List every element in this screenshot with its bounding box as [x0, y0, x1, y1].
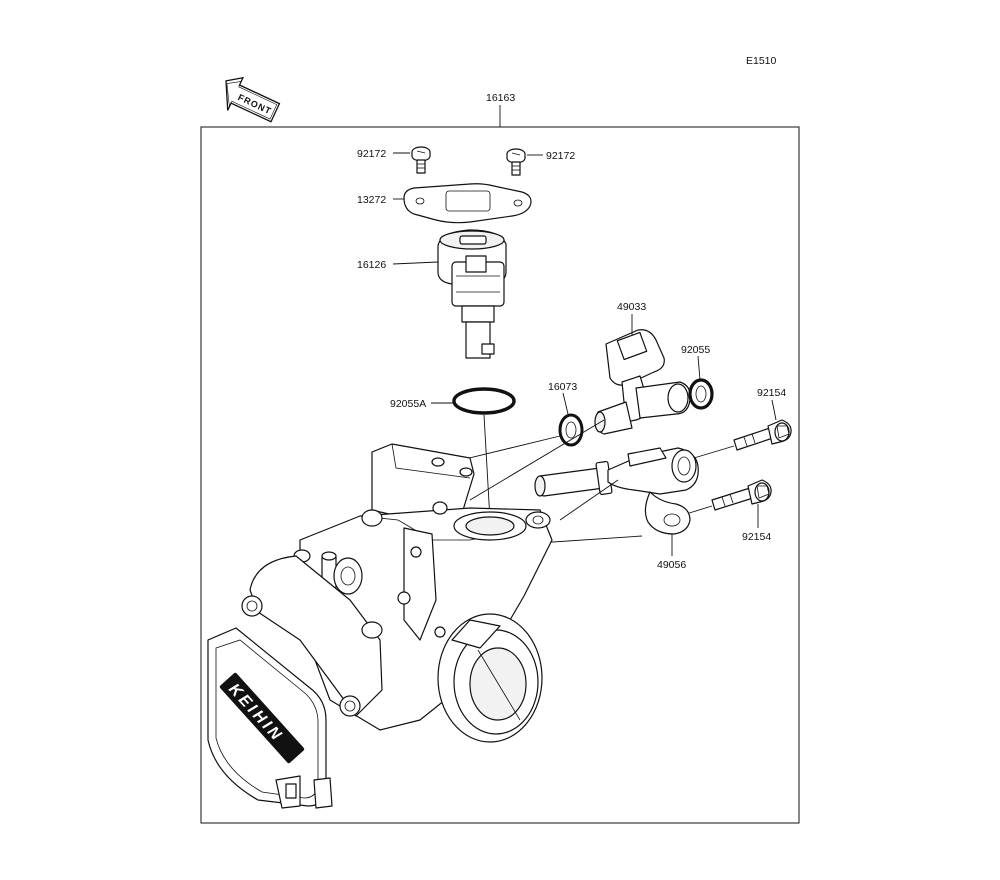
seal [688, 378, 714, 410]
o-ring [452, 387, 516, 415]
label-seal: 92055 [681, 344, 710, 356]
label-pipe: 49056 [657, 559, 686, 571]
label-seal-small: 16073 [548, 381, 577, 393]
screw-left [411, 146, 431, 174]
front-arrow-icon: FRONT [225, 76, 281, 123]
plate [403, 183, 532, 224]
connector [594, 329, 691, 435]
pipe [534, 447, 699, 535]
label-sensor: 16126 [357, 259, 386, 271]
label-bolt-upper: 92154 [757, 387, 786, 399]
label-connector: 49033 [617, 301, 646, 313]
seal-small [558, 413, 584, 447]
bolt-upper [733, 419, 792, 451]
label-screw-right: 92172 [546, 150, 575, 162]
label-screw-left: 92172 [357, 148, 386, 160]
screw-right [506, 148, 526, 176]
throttle-body: KEIHIN [207, 443, 553, 809]
label-plate: 13272 [357, 194, 386, 206]
diagram-code: E1510 [746, 55, 777, 67]
bolt-lower [711, 479, 772, 511]
assembly-part-number: 16163 [486, 92, 515, 104]
label-o-ring: 92055A [390, 398, 426, 410]
label-bolt-lower: 92154 [742, 531, 771, 543]
sensor [437, 229, 507, 359]
